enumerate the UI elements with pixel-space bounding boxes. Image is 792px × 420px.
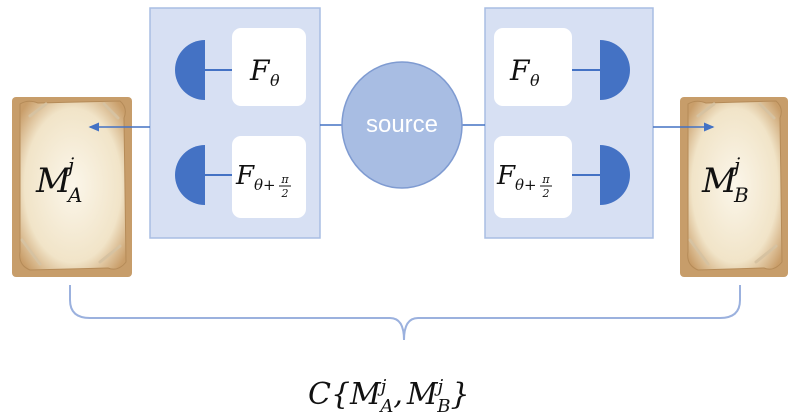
record-b-sub: B <box>733 183 749 207</box>
correlation-m-a: M <box>349 377 382 412</box>
left-top-filter-label: F <box>249 54 271 87</box>
right-bottom-filter-box <box>494 136 572 218</box>
left-bottom-filter-label: F <box>235 161 255 191</box>
right-top-filter-sub: θ <box>530 71 540 90</box>
record-b-sup: j <box>730 153 740 177</box>
source-node: source <box>341 61 463 189</box>
right-bottom-filter-label: F <box>496 161 516 191</box>
right-bottom-detector-icon <box>600 145 630 205</box>
record-b-curl-icon <box>688 102 778 266</box>
correlation-sub-b: B <box>436 396 450 417</box>
correlation-sub-a: A <box>378 396 393 417</box>
correlation-prefix: C{ <box>308 377 350 412</box>
left-bottom-detector-icon <box>175 145 205 205</box>
left-bottom-frac-num: π <box>280 173 289 186</box>
right-top-filter-box <box>494 28 572 106</box>
record-b-main: M <box>701 161 738 201</box>
right-top-filter-label: F <box>509 54 531 87</box>
left-top-filter-sub: θ <box>270 71 280 90</box>
left-bottom-frac-den: 2 <box>281 187 289 200</box>
record-b-paper <box>687 100 783 271</box>
correlation-sep: , <box>393 377 403 412</box>
record-a-sub: A <box>66 183 82 207</box>
right-station: F θ F θ+ π 2 <box>484 7 654 239</box>
source-ellipse <box>341 61 463 189</box>
right-bottom-frac-den: 2 <box>542 187 550 200</box>
correlation-m-b: M <box>406 377 439 412</box>
left-bottom-filter-box <box>232 136 306 218</box>
record-a-scroll: M j A <box>12 97 132 277</box>
record-a-curl-icon <box>20 102 122 266</box>
right-bottom-frac-num: π <box>541 173 550 186</box>
correlation-sup-a: j <box>377 376 387 397</box>
record-a-main: M <box>35 161 72 201</box>
left-station: F θ F θ+ π 2 <box>149 7 321 239</box>
source-label: source <box>366 111 438 138</box>
left-top-detector-icon <box>175 40 205 100</box>
record-a-sup: j <box>64 153 74 177</box>
left-top-filter-box <box>232 28 306 106</box>
correlation-suffix: } <box>450 377 469 412</box>
right-top-detector-icon <box>600 40 630 100</box>
left-bottom-filter-sub: θ+ <box>254 176 276 194</box>
correlation-brace <box>69 285 741 341</box>
correlation-sup-b: j <box>434 376 444 397</box>
right-bottom-filter-sub: θ+ <box>515 176 537 194</box>
record-b-scroll: M j B <box>680 97 788 277</box>
record-a-paper <box>19 100 127 271</box>
